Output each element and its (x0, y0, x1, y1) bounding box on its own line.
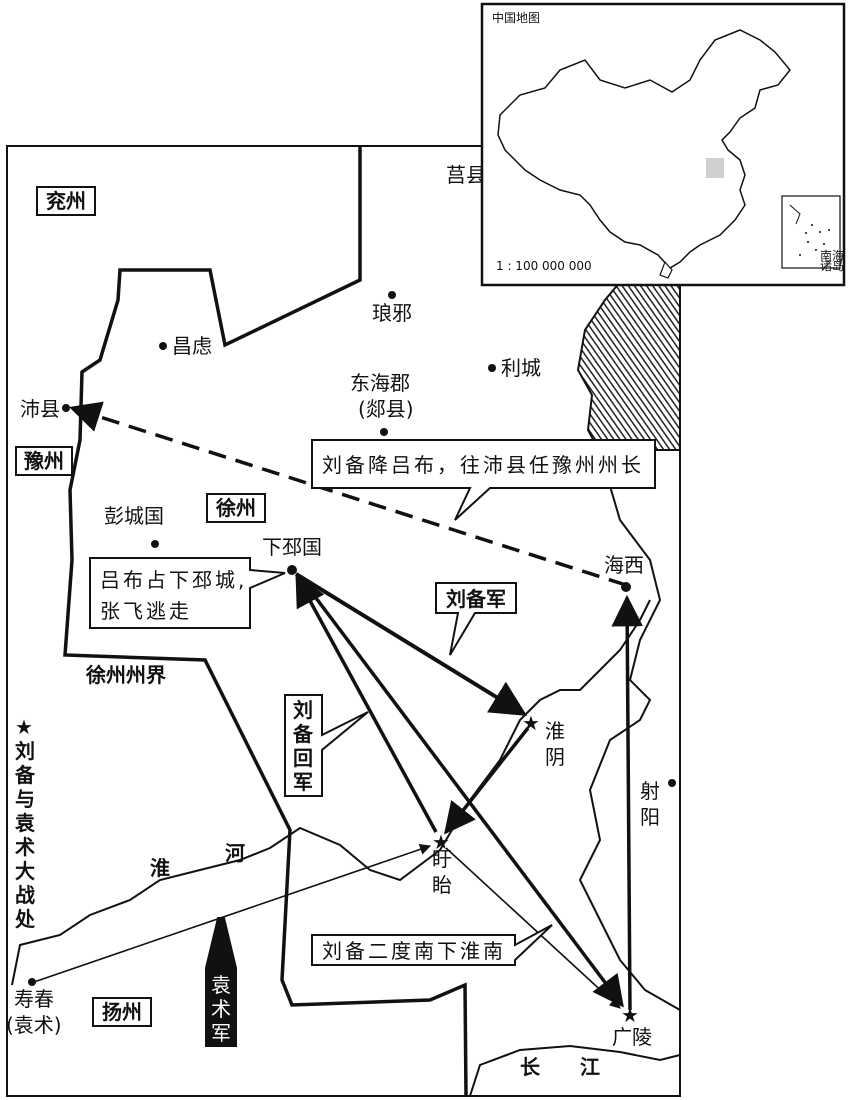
callout-yuanshu-1: 袁 (211, 973, 231, 997)
dot-shouchun (28, 978, 36, 986)
place-xuyi-2: 眙 (432, 873, 452, 897)
callout-liubei-army-text: 刘备军 (446, 587, 506, 611)
dot-donghai (380, 428, 388, 436)
callout-yuanshu-3: 军 (211, 1021, 231, 1045)
callout-lubu-line2: 张飞逃走 (100, 599, 192, 623)
dot-pengcheng (151, 540, 159, 548)
route-huaiyin-xuyi (444, 726, 530, 835)
region-yuzhou-label: 豫州 (24, 449, 64, 473)
callout-surrender: 刘备降吕布，往沛县任豫州州长 (311, 439, 656, 521)
place-tanxian: (郯县) (358, 397, 414, 421)
callout-lubu: 吕布占下邳城, 张飞逃走 (89, 557, 286, 629)
place-xuyi-1: 盱 (432, 847, 452, 871)
inset-south-sea-1: 南海 (820, 248, 844, 263)
dot-xiapi (287, 565, 297, 575)
callout-surrender-text: 刘备降吕布，往沛县任豫州州长 (322, 453, 644, 477)
route-xiapi-huaiyin (294, 572, 528, 716)
inset-south-sea-2: 诸岛 (820, 258, 844, 273)
inset-hainan (659, 260, 673, 279)
place-peixian: 沛县 (20, 397, 60, 421)
callout-second-south-text: 刘备二度南下淮南 (322, 939, 506, 963)
region-yangzhou-label: 扬州 (102, 1000, 142, 1024)
callout-second-south: 刘备二度南下淮南 (311, 924, 553, 966)
place-langye: 琅邪 (372, 301, 412, 325)
dot-haixi (621, 582, 631, 592)
legend: ★ 刘 备 与 袁 术 大 战 处 (14, 715, 36, 931)
inset-islands (799, 224, 830, 256)
legend-char-7: 战 (15, 883, 35, 907)
huai-river (11, 599, 651, 986)
city-dots (28, 291, 676, 986)
changjiang-river (469, 1044, 681, 1097)
inset-highlight (706, 158, 724, 178)
battle-stars: ★ ★ ★ (432, 711, 639, 1027)
dot-changlu (159, 342, 167, 350)
callout-yuanshu-2: 术 (211, 997, 231, 1021)
inset-china-map: 中国地图 南海 诸岛 1 : 100 000 000 (480, 2, 846, 287)
callout-return-4: 军 (293, 770, 313, 794)
inset-scale: 1 : 100 000 000 (496, 259, 592, 273)
dot-licheng (488, 364, 496, 372)
callout-return: 刘 备 回 军 (284, 694, 369, 797)
river-changjiang-2: 江 (580, 1055, 600, 1079)
dot-langye (388, 291, 396, 299)
inset-south-sea-box (781, 195, 841, 269)
star-xuyi: ★ (432, 830, 450, 854)
river-changjiang-1: 长 (520, 1055, 541, 1079)
legend-char-3: 与 (15, 787, 35, 811)
dot-sheyang (668, 779, 676, 787)
place-sheyang-1: 射 (640, 779, 660, 803)
legend-char-1: 刘 (15, 739, 35, 763)
dot-peixian (62, 404, 70, 412)
place-donghai: 东海郡 (350, 371, 410, 395)
route-to-peixian (68, 401, 627, 587)
place-juxian: 莒县 (446, 163, 486, 187)
place-shouchun: 寿春 (14, 987, 54, 1011)
place-haixi: 海西 (604, 553, 644, 577)
legend-char-5: 术 (15, 835, 35, 859)
star-huaiyin: ★ (522, 711, 540, 735)
callout-return-1: 刘 (293, 698, 313, 722)
inset-title: 中国地图 (492, 10, 540, 25)
place-huaiyin-1: 淮 (545, 719, 565, 743)
star-guangling: ★ (621, 1003, 639, 1027)
legend-char-6: 大 (15, 859, 35, 883)
callout-lubu-line1: 吕布占下邳城, (100, 568, 247, 592)
inset-china-outline (497, 29, 791, 269)
callout-yuanshu-army: 袁 术 军 (205, 917, 237, 1047)
legend-star: ★ (15, 715, 33, 739)
coastline (578, 451, 681, 1011)
place-sheyang-2: 阳 (640, 805, 660, 829)
route-xiapi-guangling (299, 576, 624, 1008)
route-xuyi-guangling (445, 847, 621, 1009)
place-pengcheng: 彭城国 (104, 504, 164, 528)
place-changlu: 昌虑 (172, 334, 212, 358)
region-xuzhou: 徐州 (206, 493, 266, 523)
callout-return-2: 备 (292, 722, 314, 746)
region-yanzhou: 兖州 (36, 186, 96, 216)
place-guangling: 广陵 (612, 1025, 652, 1049)
legend-char-8: 处 (14, 907, 36, 931)
region-yangzhou: 扬州 (92, 997, 152, 1027)
callout-liubei-army: 刘备军 (435, 582, 517, 656)
place-licheng: 利城 (501, 356, 541, 380)
legend-char-2: 备 (14, 763, 36, 787)
region-yuzhou: 豫州 (15, 446, 73, 476)
callout-return-3: 回 (293, 746, 313, 770)
river-huai-2: 河 (225, 841, 245, 865)
region-xuzhou-label: 徐州 (215, 496, 256, 520)
route-guangling-haixi (611, 594, 643, 1011)
river-huai-1: 淮 (150, 856, 170, 880)
place-xiapi: 下邳国 (262, 535, 322, 559)
xuzhou-border-label: 徐州州界 (85, 663, 166, 687)
inset-south-sea-coast (789, 204, 801, 225)
route-return-xiapi (295, 574, 438, 833)
xuzhou-boundary (63, 146, 468, 1097)
place-huaiyin-2: 阴 (545, 745, 565, 769)
legend-char-4: 袁 (14, 811, 35, 835)
place-yuanshu-paren: (袁术) (6, 1013, 62, 1037)
region-yanzhou-label: 兖州 (46, 189, 86, 213)
route-shouchun-xuyi (33, 843, 432, 983)
